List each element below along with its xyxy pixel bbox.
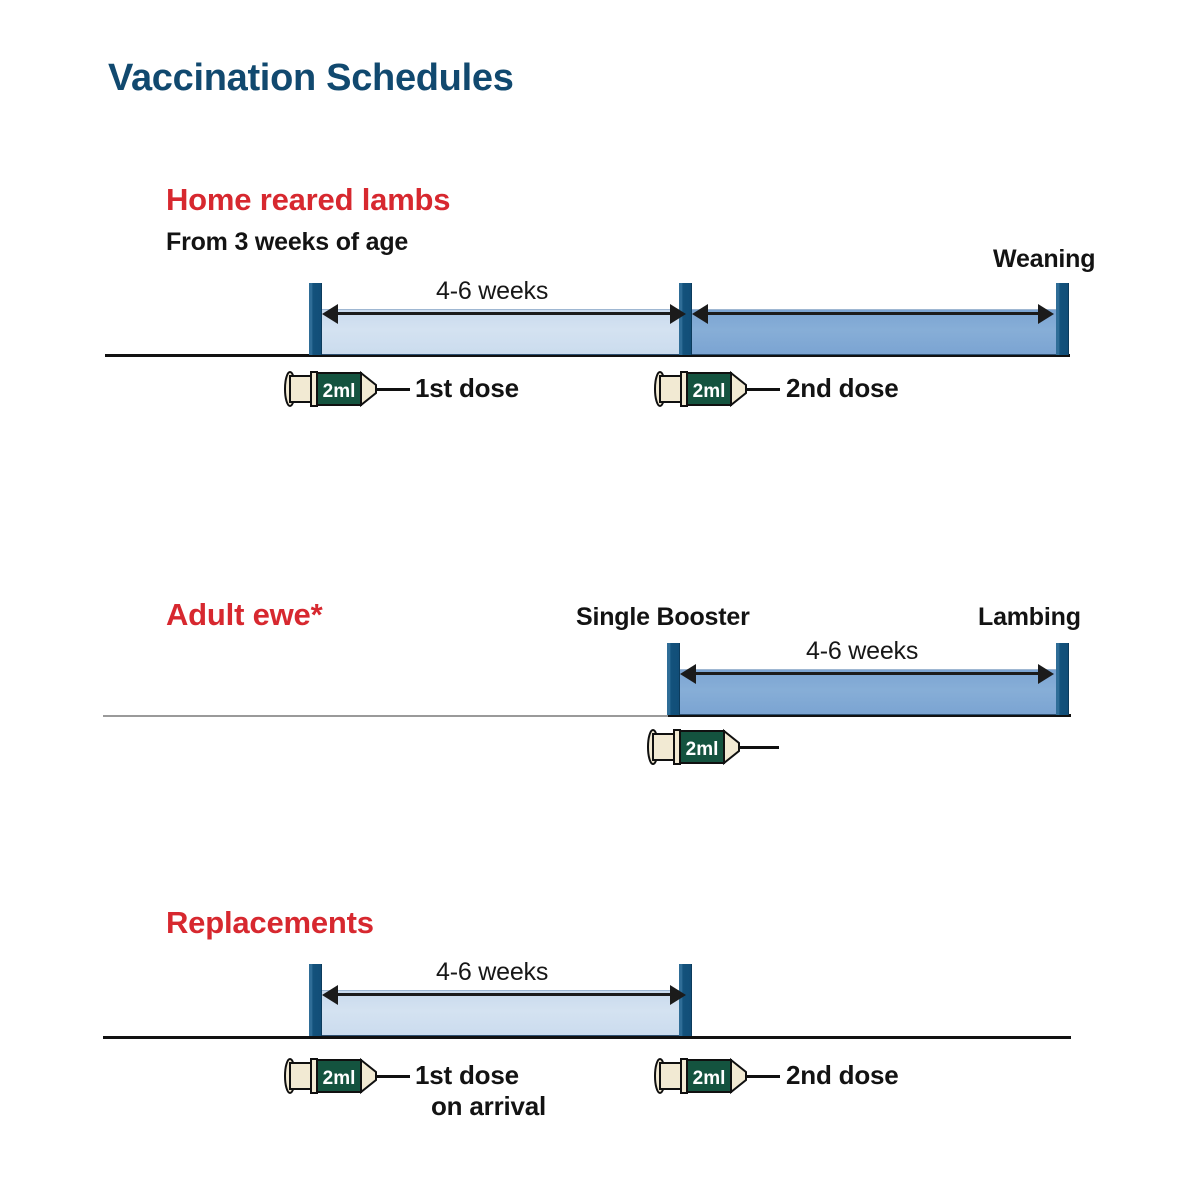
timeline-baseline [105,354,1070,357]
interval-arrow-head-right-1 [670,304,686,324]
svg-text:2ml: 2ml [323,1068,356,1089]
event-label-single-booster: Single Booster [576,603,750,631]
dose-label-line-2: on arrival [431,1090,547,1121]
interval-arrow-head-right [670,985,686,1005]
syringe-needle-1 [376,1075,410,1078]
interval-arrow-line [688,672,1046,675]
dose-label-2nd-dose: 2nd dose [786,373,899,403]
syringe-needle-1 [376,388,410,391]
syringe-needle-2 [746,388,780,391]
section-title-replacements: Replacements [166,905,374,940]
timeline-home-reared-lambs: Home reared lambs From 3 weeks of age We… [0,0,1200,408]
syringe-icon-1st-dose: 2ml [282,368,390,410]
page-title: Vaccination Schedules [108,57,514,99]
event-marker-1st-dose [309,283,322,355]
syringe-icon-1st-dose: 2ml [282,1055,390,1097]
timeline-baseline [103,1036,1071,1039]
interval-arrow-head-left-2 [692,304,708,324]
interval-arrow-line-1 [330,312,678,315]
timeline-adult-ewe: Adult ewe* Single Booster Lambing 4-6 we… [0,360,1200,766]
interval-arrow-line [330,993,678,996]
svg-text:2ml: 2ml [693,381,726,402]
timeline-baseline-light [103,715,673,717]
interval-label-4-6-weeks: 4-6 weeks [436,958,549,986]
syringe-icon-2nd-dose: 2ml [652,1055,760,1097]
event-marker-weaning [1056,283,1069,355]
dose-label-line-1: 1st dose [415,1060,519,1090]
dose-label-2nd-dose: 2nd dose [786,1060,899,1090]
duration-band-interval [320,990,685,1036]
interval-arrow-head-right-2 [1038,304,1054,324]
event-marker-lambing [1056,643,1069,715]
interval-label-4-6-weeks: 4-6 weeks [806,637,919,665]
dose-label-1st-dose: 1st dose [415,373,519,403]
svg-text:2ml: 2ml [323,381,356,402]
section-subtitle-home-reared-lambs: From 3 weeks of age [166,228,409,256]
interval-arrow-head-right [1038,664,1054,684]
syringe-icon-booster: 2ml [645,726,753,768]
interval-arrow-head-left [680,664,696,684]
event-label-weaning: Weaning [993,245,1096,273]
event-marker-single-booster [667,643,680,715]
syringe-needle-2 [746,1075,780,1078]
event-label-lambing: Lambing [978,603,1081,631]
interval-arrow-head-left [322,985,338,1005]
duration-band-second-interval [690,309,1065,355]
interval-arrow-line-2 [700,312,1045,315]
svg-text:2ml: 2ml [693,1068,726,1089]
dose-label-1st-dose: 1st dose on arrival [415,1060,546,1121]
svg-text:2ml: 2ml [686,739,719,760]
section-title-adult-ewe: Adult ewe* [166,597,323,632]
interval-label-4-6-weeks-1: 4-6 weeks [436,277,549,305]
section-title-home-reared-lambs: Home reared lambs [166,182,451,217]
syringe-needle-booster [739,746,779,749]
duration-band-first-interval [320,309,685,355]
syringe-icon-2nd-dose: 2ml [652,368,760,410]
timeline-baseline [668,714,1071,717]
duration-band-booster-to-lambing [678,669,1066,715]
interval-arrow-head-left-1 [322,304,338,324]
event-marker-1st-dose [309,964,322,1036]
timeline-replacements: Replacements 4-6 weeks 2ml 1st dose [0,670,1200,1121]
